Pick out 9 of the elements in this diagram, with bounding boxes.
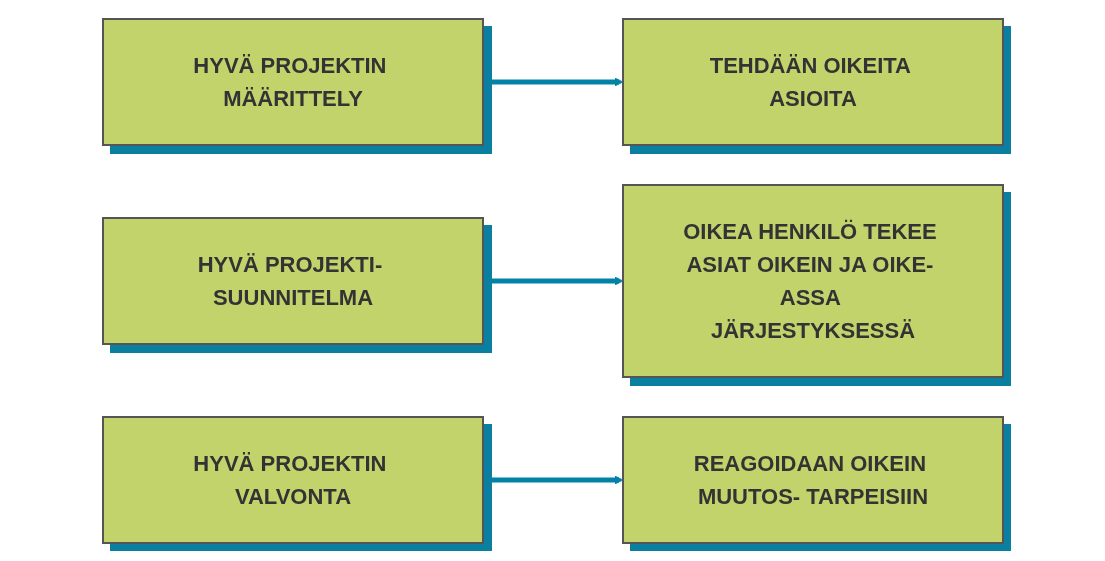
node-box: TEHDÄÄN OIKEITA ASIOITA	[621, 17, 1004, 146]
node-box: REAGOIDAAN OIKEIN MUUTOS- TARPEISIIN	[621, 415, 1004, 544]
node-box: HYVÄ PROJEKTIN MÄÄRITTELY	[101, 17, 484, 146]
node-box: HYVÄ PROJEKTIN VALVONTA	[101, 415, 484, 544]
arrow	[482, 77, 623, 86]
arrow	[482, 475, 623, 484]
arrow	[482, 276, 623, 285]
node-box: OIKEA HENKILÖ TEKEE ASIAT OIKEIN JA OIKE- ASSA JÄRJESTYKSESSÄ	[621, 183, 1004, 378]
node-box: HYVÄ PROJEKTI- SUUNNITELMA	[101, 216, 484, 345]
